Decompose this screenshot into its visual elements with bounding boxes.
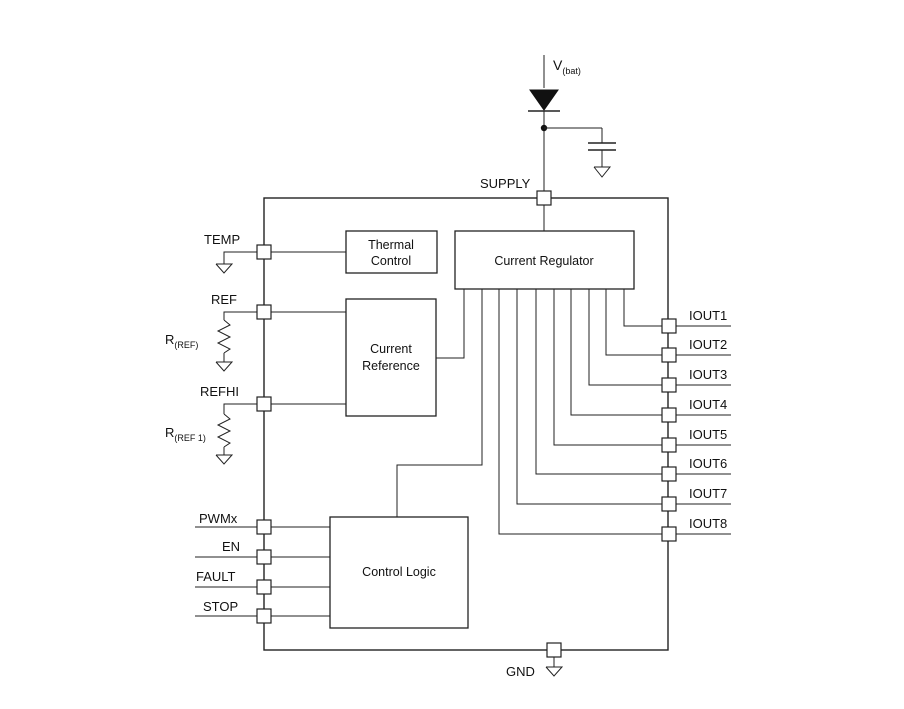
- block-control-logic: Control Logic: [329, 516, 469, 629]
- pin-refhi: [256, 396, 272, 412]
- pin-label-ref: REF: [211, 292, 237, 307]
- pin-fault: [256, 579, 272, 595]
- thermal-control-line2: Control: [371, 254, 411, 268]
- pin-iout5: [661, 437, 677, 453]
- ground-icon: [215, 263, 234, 274]
- pin-iout1: [661, 318, 677, 334]
- diode-symbol: [529, 89, 559, 111]
- temp-pin-group: TEMP: [204, 232, 346, 274]
- r-ref1-label: R(REF 1): [165, 425, 206, 443]
- pin-label-iout6: IOUT6: [689, 456, 727, 471]
- pin-stop: [256, 608, 272, 624]
- block-current-reference: Current Reference: [345, 298, 437, 417]
- pin-label-en: EN: [222, 539, 240, 554]
- pin-en: [256, 549, 272, 565]
- ground-icon: [593, 166, 612, 178]
- current-reference-line2: Reference: [362, 359, 420, 373]
- supply-input: V(bat): [528, 55, 616, 192]
- current-regulator-label: Current Regulator: [494, 254, 593, 268]
- pin-gnd: [546, 642, 562, 658]
- pin-label-temp: TEMP: [204, 232, 240, 247]
- pin-supply: [536, 190, 552, 206]
- pin-label-iout5: IOUT5: [689, 427, 727, 442]
- pin-label-iout4: IOUT4: [689, 397, 727, 412]
- pin-label-iout2: IOUT2: [689, 337, 727, 352]
- block-current-regulator: Current Regulator: [454, 230, 635, 290]
- refhi-pin-group: REFHI R(REF 1): [165, 384, 346, 465]
- resistor-symbol: [216, 319, 232, 354]
- iout-pins: IOUT1 IOUT2 IOUT3 IOUT4 IOUT5 IOUT6 IOUT…: [661, 308, 731, 542]
- pin-label-iout1: IOUT1: [689, 308, 727, 323]
- pin-temp: [256, 244, 272, 260]
- output-traces: [498, 289, 662, 535]
- ic-outline: [263, 197, 669, 651]
- pin-ref: [256, 304, 272, 320]
- pin-label-pwm: PWMx: [199, 511, 238, 526]
- control-input-pins: PWMx EN FAULT STOP: [195, 511, 330, 624]
- pin-iout4: [661, 407, 677, 423]
- pin-iout3: [661, 377, 677, 393]
- pin-label-refhi: REFHI: [200, 384, 239, 399]
- pin-label-iout7: IOUT7: [689, 486, 727, 501]
- resistor-symbol: [216, 413, 232, 448]
- ground-icon: [215, 361, 234, 372]
- pin-label-supply: SUPPLY: [480, 176, 531, 191]
- vbat-label: V(bat): [553, 57, 581, 76]
- pin-iout2: [661, 347, 677, 363]
- control-logic-label: Control Logic: [362, 565, 436, 579]
- pin-pwm: [256, 519, 272, 535]
- pin-label-gnd: GND: [506, 664, 535, 679]
- pin-label-fault: FAULT: [196, 569, 236, 584]
- r-ref-label: R(REF): [165, 332, 198, 350]
- ref-pin-group: REF R(REF): [165, 292, 346, 372]
- pin-label-stop: STOP: [203, 599, 238, 614]
- capacitor-symbol: [588, 142, 616, 151]
- ground-icon: [215, 454, 234, 465]
- pin-iout6: [661, 466, 677, 482]
- current-reference-line1: Current: [370, 342, 412, 356]
- pin-label-iout3: IOUT3: [689, 367, 727, 382]
- block-thermal-control: Thermal Control: [345, 230, 438, 274]
- pin-iout7: [661, 496, 677, 512]
- thermal-control-line1: Thermal: [368, 238, 414, 252]
- pin-label-iout8: IOUT8: [689, 516, 727, 531]
- pin-iout8: [661, 526, 677, 542]
- ground-icon: [545, 666, 564, 677]
